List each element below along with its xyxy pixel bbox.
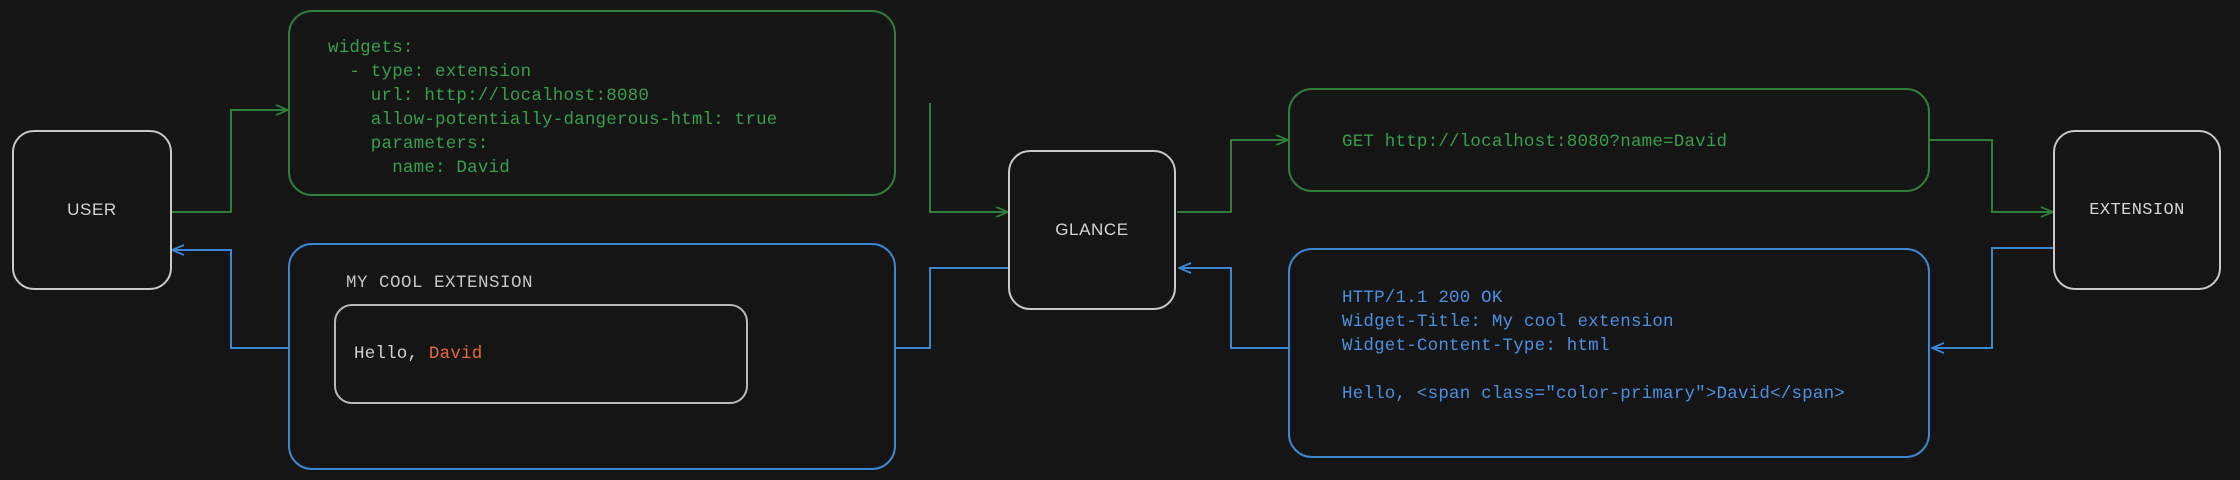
- node-glance-label: GLANCE: [1055, 220, 1129, 239]
- node-extension[interactable]: EXTENSION: [2053, 130, 2221, 290]
- node-extension-label: EXTENSION: [2089, 200, 2185, 220]
- widget-preview-body-accent: David: [428, 344, 483, 364]
- edge-widget-preview-to-user: [172, 250, 288, 349]
- widget-preview-body-prefix: Hello,: [354, 344, 429, 364]
- node-user[interactable]: USER: [12, 130, 172, 290]
- widget-preview-body: Hello, David: [354, 344, 482, 364]
- edge-user-to-config: [170, 110, 288, 213]
- edge-http-response-to-glance: [1179, 268, 1288, 349]
- panel-widget-preview[interactable]: MY COOL EXTENSION Hello, David: [288, 243, 896, 470]
- edge-config-to-glance: [929, 103, 1008, 212]
- node-user-label: USER: [67, 200, 117, 219]
- panel-http-response[interactable]: HTTP/1.1 200 OK Widget-Title: My cool ex…: [1288, 248, 1930, 458]
- panel-http-request[interactable]: GET http://localhost:8080?name=David: [1288, 88, 1930, 192]
- node-glance[interactable]: GLANCE: [1008, 150, 1176, 310]
- panel-config[interactable]: widgets: - type: extension url: http://l…: [288, 10, 896, 196]
- http-request-code: GET http://localhost:8080?name=David: [1342, 132, 1728, 152]
- edge-glance-to-http-request: [1177, 140, 1288, 213]
- config-code: widgets: - type: extension url: http://l…: [328, 38, 778, 178]
- widget-preview-title: MY COOL EXTENSION: [346, 273, 534, 293]
- http-response-code: HTTP/1.1 200 OK Widget-Title: My cool ex…: [1342, 288, 1845, 404]
- edge-http-request-to-extension: [1930, 139, 2053, 212]
- edge-extension-to-http-response: [1932, 247, 2053, 348]
- widget-preview-card: Hello, David: [334, 304, 748, 404]
